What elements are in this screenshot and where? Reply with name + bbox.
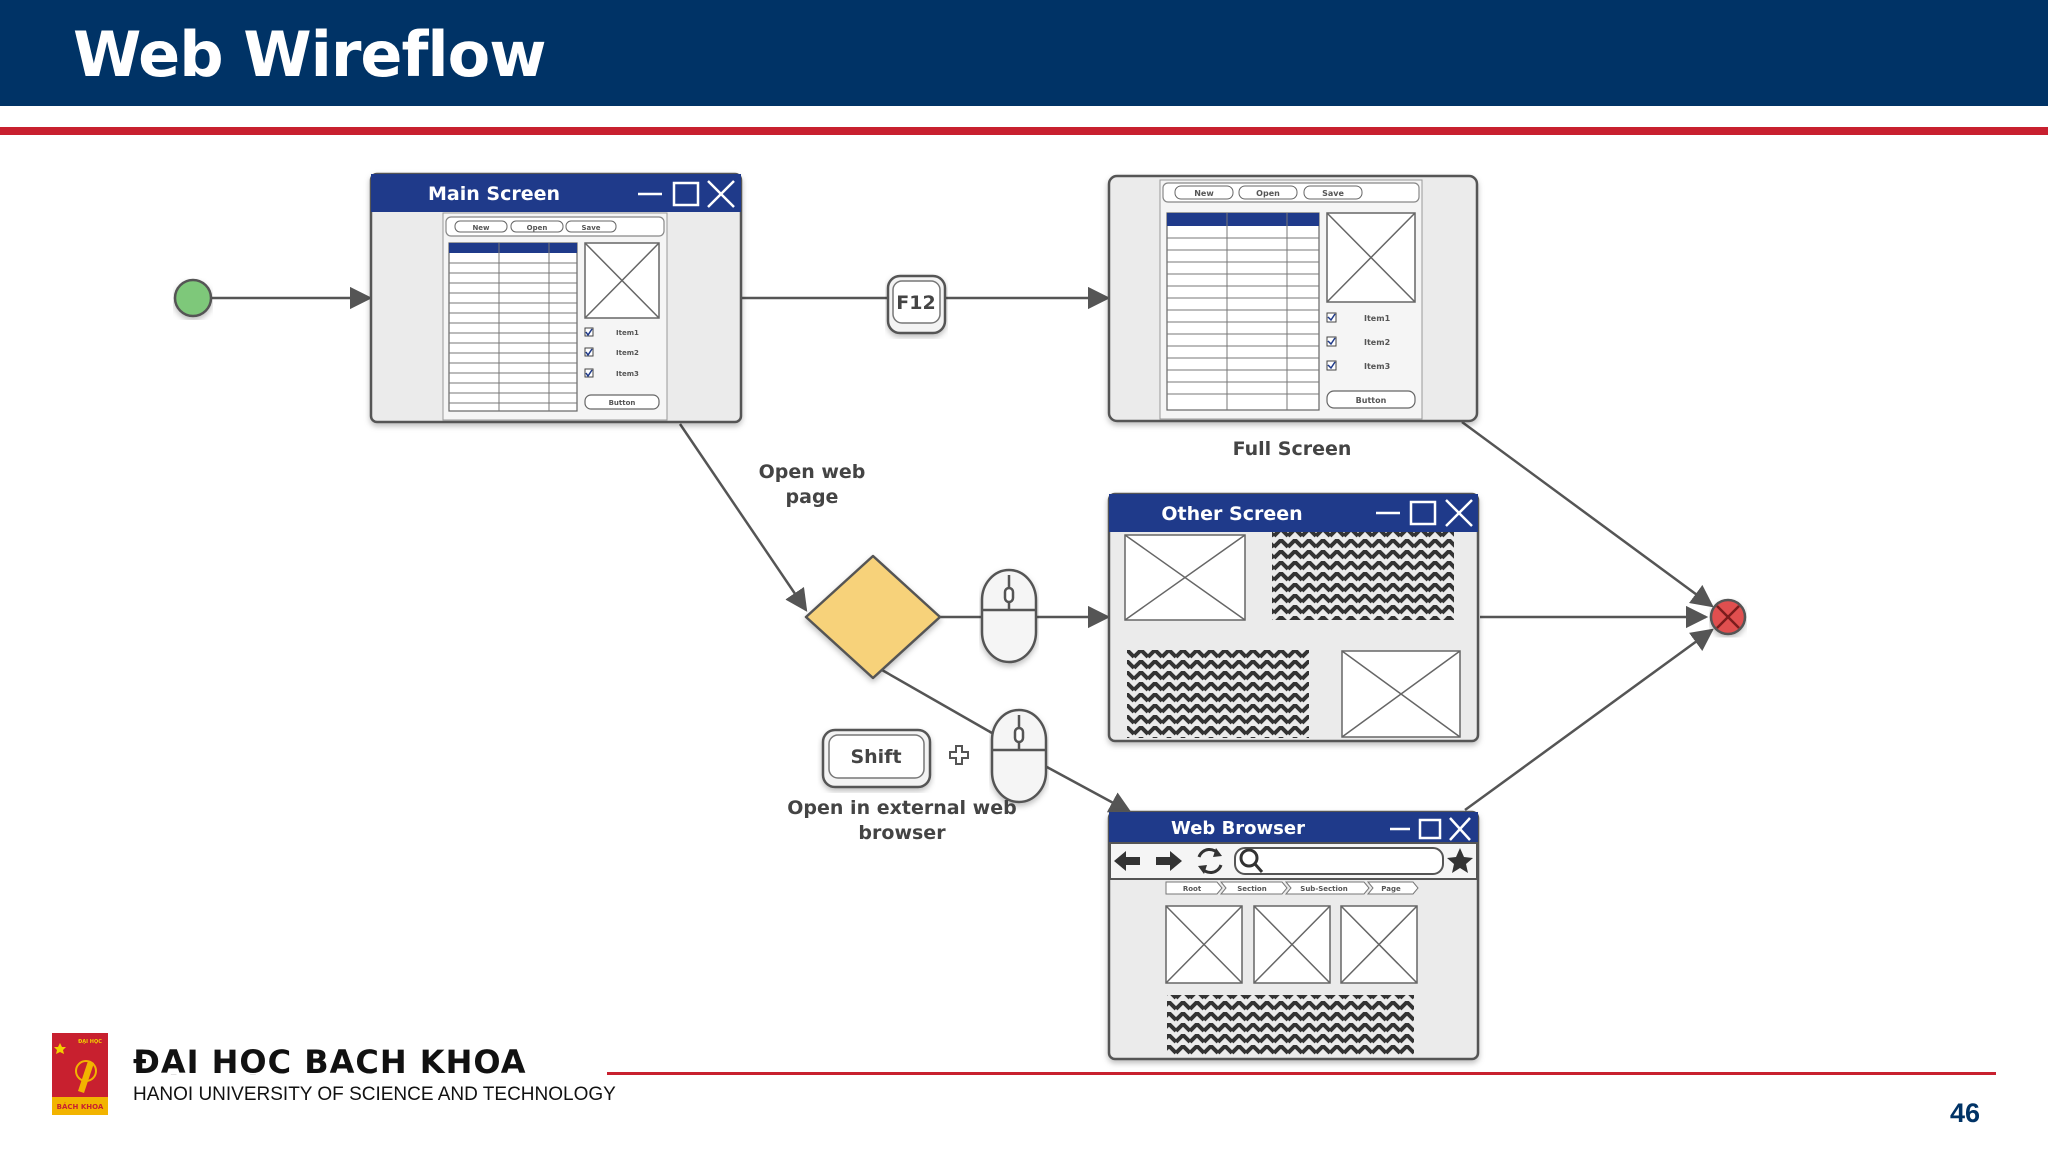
- web-browser-window: Web Browser Root Section Sub-Section Pag…: [1107, 810, 1480, 1061]
- main-button: Button: [609, 399, 636, 407]
- shift-key: [821, 728, 932, 789]
- other-screen-window: Other Screen: [1107, 492, 1480, 743]
- university-name-vn: ĐẠI HỌC BÁCH KHOA HÀ NỘI: [133, 1047, 527, 1075]
- label-open-web-page-1: Open web: [759, 461, 866, 483]
- decision-diamond: [804, 554, 942, 680]
- image-placeholder-icon: [1253, 905, 1331, 984]
- full-checkboxes: Item1 Item2 Item3: [1326, 312, 1391, 371]
- main-window-title: Main Screen: [428, 183, 560, 205]
- main-table: [448, 242, 578, 412]
- image-placeholder-icon: [1340, 905, 1418, 984]
- text-placeholder: [1167, 995, 1414, 1056]
- full-toolbar-open: Open: [1256, 189, 1280, 198]
- label-open-external-1: Open in external web: [787, 797, 1016, 819]
- main-item3: Item3: [616, 370, 639, 378]
- main-toolbar-new: New: [472, 224, 490, 232]
- breadcrumb: [1165, 881, 1419, 895]
- footer-red-rule: [607, 1072, 1996, 1075]
- plus-icon: [949, 745, 969, 765]
- connector-full-end: [1461, 420, 1714, 608]
- full-button: Button: [1356, 396, 1387, 405]
- arrow-left-icon: [1114, 851, 1140, 871]
- end-node-x: [1709, 598, 1747, 636]
- star-icon: [1447, 848, 1473, 873]
- f12-key: [886, 274, 947, 335]
- connectors: [210, 286, 1714, 814]
- connector-main-decision: [678, 423, 808, 612]
- text-placeholder: [1272, 532, 1454, 620]
- close-icon: [1449, 817, 1471, 841]
- image-placeholder-icon: [1341, 650, 1461, 738]
- main-item2: Item2: [616, 349, 639, 357]
- main-screen-window: Main Screen New Open Save: [369, 172, 743, 424]
- image-placeholder-icon: [1326, 212, 1416, 303]
- full-toolbar-new: New: [1194, 189, 1214, 198]
- connector-browser-end: [1464, 628, 1714, 812]
- university-name-en: HANOI UNIVERSITY OF SCIENCE AND TECHNOLO…: [133, 1084, 616, 1105]
- main-checkboxes: Item1 Item2 Item3: [584, 327, 639, 378]
- full-toolbar-save: Save: [1322, 189, 1344, 198]
- close-icon: [707, 180, 735, 208]
- start-node: [173, 278, 213, 318]
- full-item3: Item3: [1364, 362, 1390, 371]
- other-window-title: Other Screen: [1161, 503, 1302, 525]
- full-screen-window: New Open Save Item1 Item2 Item3 Button: [1107, 174, 1479, 423]
- svg-text:ĐẠI HỌC: ĐẠI HỌC: [78, 1039, 102, 1045]
- image-placeholder-icon: [1165, 905, 1243, 984]
- full-item2: Item2: [1364, 338, 1390, 347]
- page-number: 46: [1950, 1098, 1981, 1128]
- search-icon: [1239, 848, 1264, 873]
- svg-text:BÁCH KHOA: BÁCH KHOA: [57, 1102, 104, 1111]
- image-placeholder-icon: [584, 242, 660, 319]
- mouse-icon: [980, 568, 1038, 664]
- header-bar: [0, 0, 2048, 106]
- university-logo: ĐẠI HỌC BÁCH KHOA: [52, 1033, 108, 1115]
- header-red-rule: [0, 127, 2048, 135]
- label-open-external-2: browser: [858, 822, 946, 844]
- maximize-icon: [672, 181, 700, 207]
- main-toolbar-open: Open: [527, 224, 548, 232]
- main-item1: Item1: [616, 329, 639, 337]
- label-open-web-page-2: page: [786, 486, 839, 508]
- connector-mouse2-browser: [1044, 764, 1132, 814]
- breadcrumb-root: Root: [1183, 885, 1202, 893]
- mouse-icon-shift: [990, 708, 1048, 804]
- full-toolbar: New Open Save: [1174, 185, 1363, 200]
- f12-label: F12: [896, 292, 935, 314]
- image-placeholder-icon: [1124, 534, 1246, 621]
- maximize-icon: [1409, 500, 1437, 526]
- breadcrumb-page: Page: [1381, 885, 1401, 893]
- main-toolbar: New Open Save: [454, 220, 617, 233]
- connector-decision-mouse2: [881, 668, 993, 735]
- arrow-right-icon: [1156, 851, 1182, 871]
- close-icon: [1445, 499, 1473, 527]
- full-item1: Item1: [1364, 314, 1391, 323]
- full-screen-label: Full Screen: [1233, 438, 1352, 460]
- full-table: [1166, 212, 1320, 411]
- maximize-icon: [1418, 818, 1442, 840]
- main-toolbar-save: Save: [581, 224, 600, 232]
- text-placeholder: [1127, 650, 1309, 738]
- shift-label: Shift: [850, 746, 901, 768]
- browser-window-title: Web Browser: [1171, 818, 1305, 839]
- address-bar: [1234, 847, 1444, 875]
- breadcrumb-section: Section: [1237, 885, 1266, 893]
- breadcrumb-subsection: Sub-Section: [1300, 885, 1347, 893]
- slide-title: Web Wireflow: [73, 18, 547, 91]
